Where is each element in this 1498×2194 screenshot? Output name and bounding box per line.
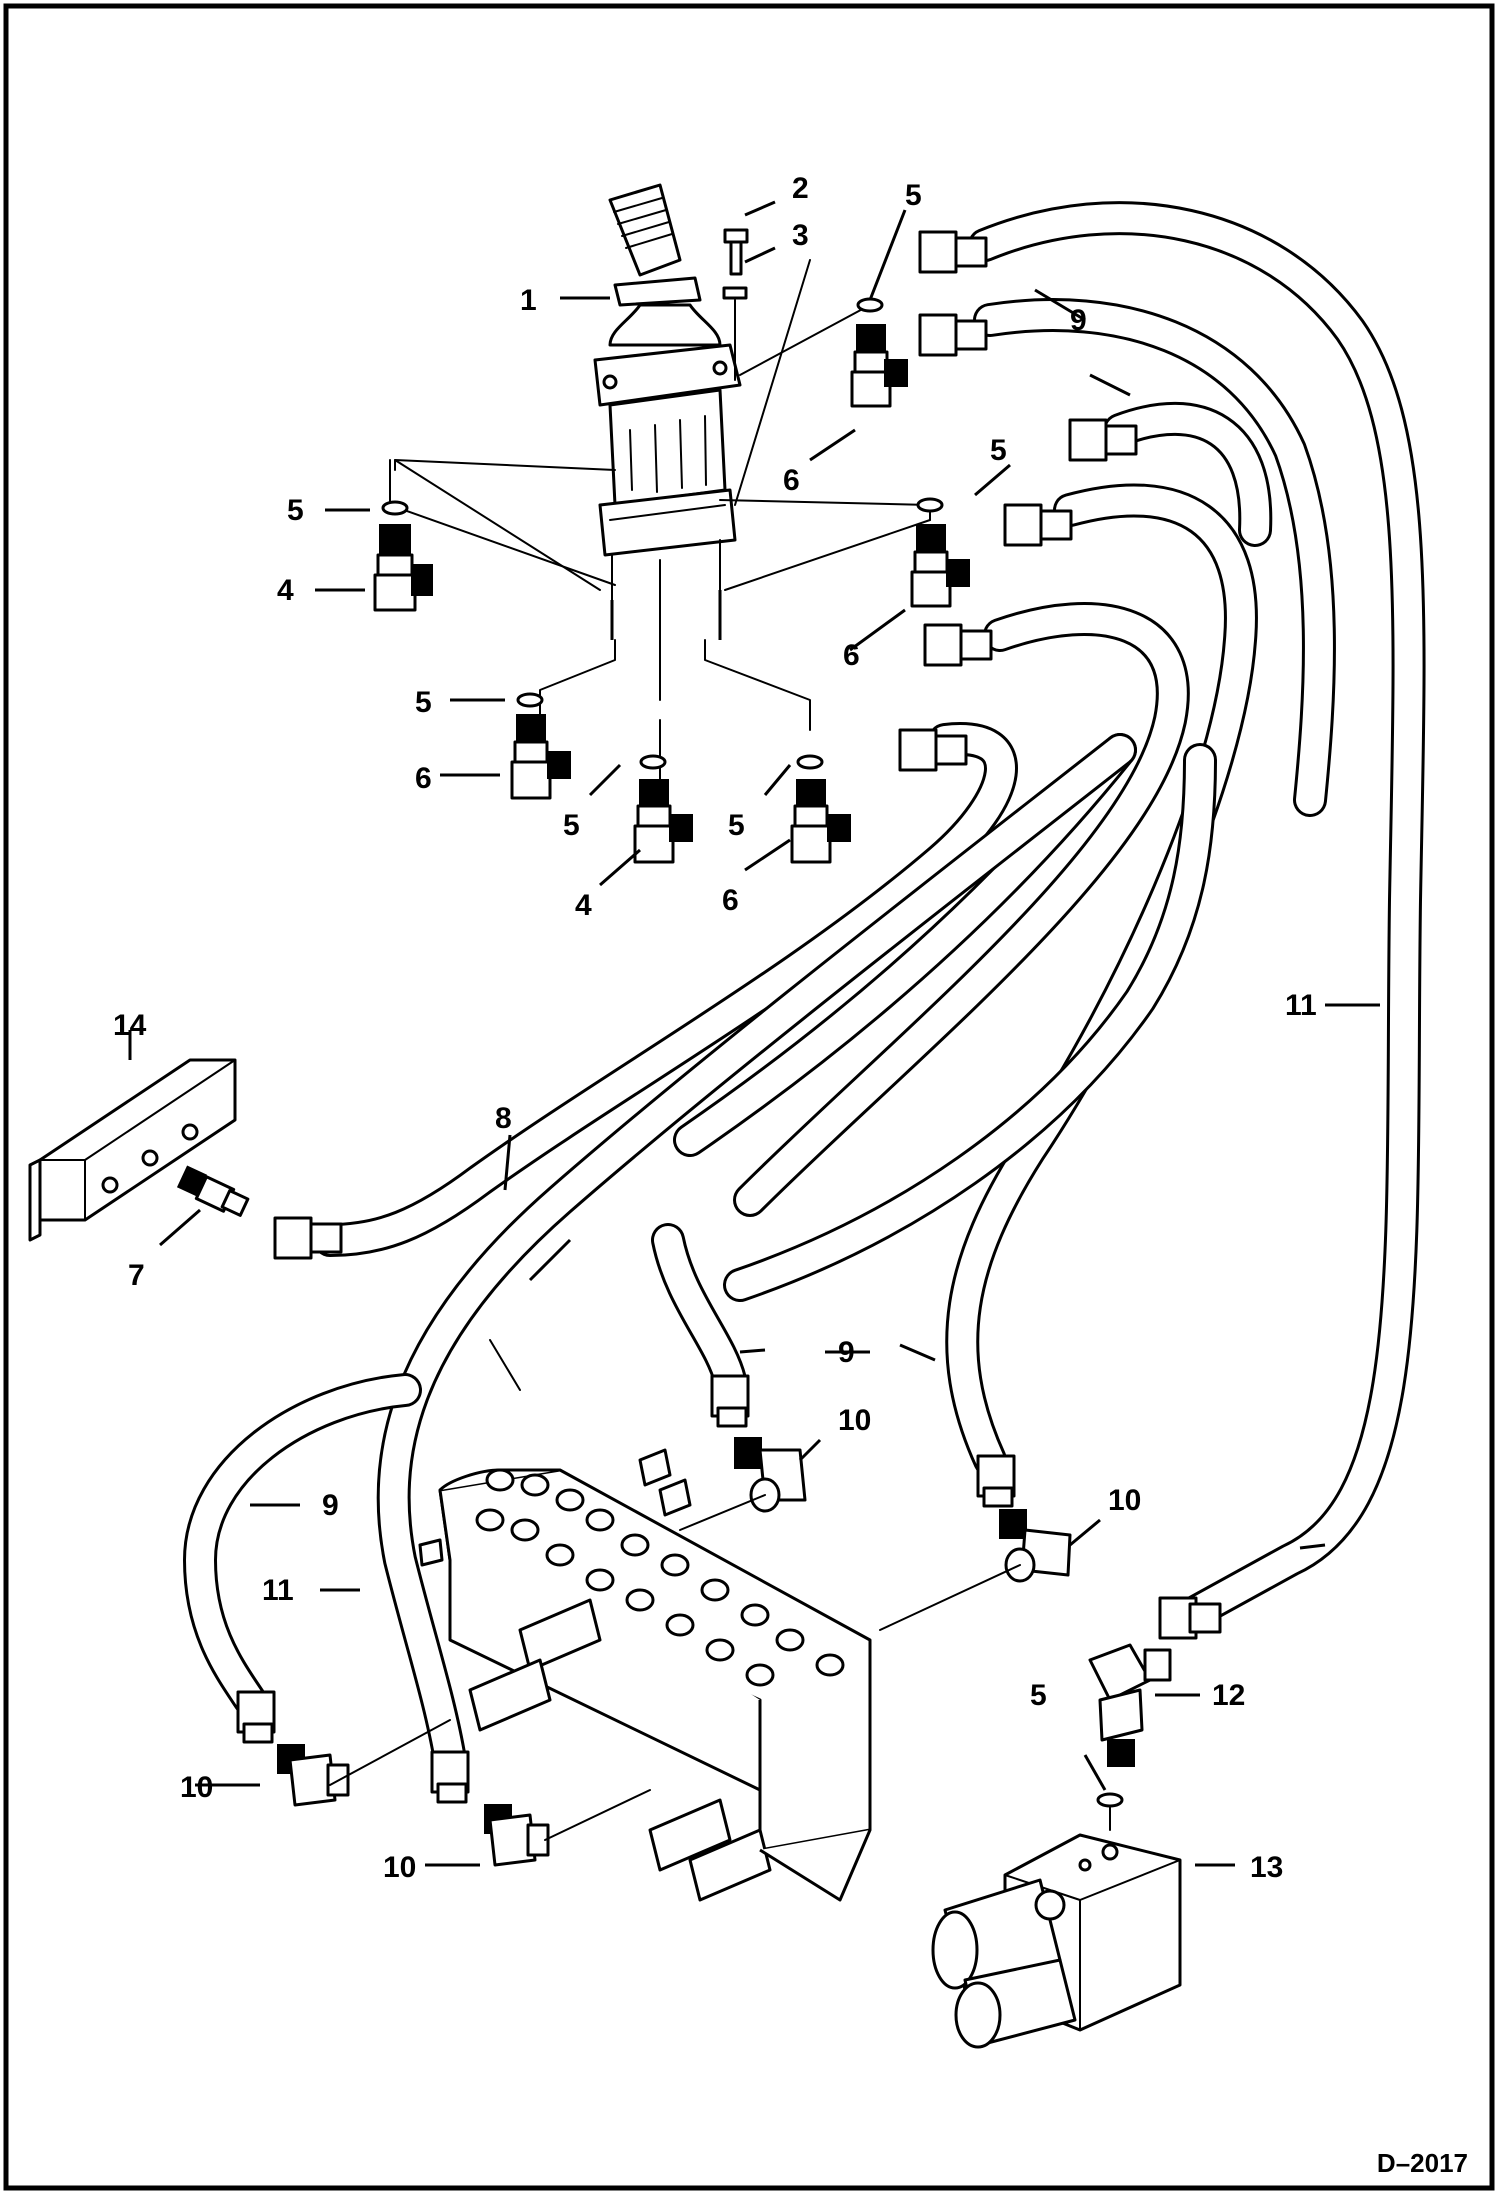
elbow-fitting-6-mid (910, 524, 970, 608)
hose-9-right-lower (723, 743, 1217, 1302)
callout-10-bottom: 10 (383, 1851, 416, 1884)
elbow-fitting-4-left (373, 524, 433, 612)
hose-9-center (733, 602, 1190, 1217)
hose-11-right (968, 201, 1426, 1632)
main-control-valve (418, 1339, 872, 1902)
callout-5-center: 5 (563, 809, 580, 842)
hose-nut (430, 1750, 470, 1804)
callout-14: 14 (113, 1009, 147, 1042)
callout-4-left: 4 (277, 574, 294, 607)
o-ring (381, 500, 409, 516)
screw-2 (723, 228, 749, 276)
callout-5-right: 5 (990, 434, 1007, 467)
callout-9-top: 9 (1070, 304, 1087, 337)
pilot-control-joystick (593, 183, 742, 640)
callout-10-left: 10 (180, 1771, 213, 1804)
callout-8: 8 (495, 1102, 512, 1135)
callout-6-right: 6 (722, 884, 739, 917)
callout-3: 3 (792, 219, 809, 252)
hose-nut (918, 230, 988, 274)
elbow-fitting-10-right (999, 1509, 1072, 1583)
valve-block-13 (931, 1833, 1182, 2049)
callout-6-mid: 6 (843, 639, 860, 672)
o-ring (516, 692, 544, 708)
callout-11-left: 11 (262, 1574, 294, 1607)
callout-12: 12 (1212, 1679, 1245, 1712)
hose-nut (273, 1216, 343, 1260)
callout-13: 13 (1250, 1851, 1283, 1884)
hose-nut (236, 1690, 276, 1744)
hose-9-right-long (945, 483, 1258, 1477)
fitting-7 (176, 1165, 250, 1217)
hose-nut (1158, 1596, 1222, 1640)
elbow-fitting-10-center (734, 1437, 807, 1513)
hose-9-upper (973, 298, 1336, 817)
hose-8 (313, 722, 1018, 1257)
callout-6-lower: 6 (415, 762, 432, 795)
callout-5-left: 5 (287, 494, 304, 527)
washer-3 (722, 286, 748, 300)
callout-2: 2 (792, 172, 809, 205)
elbow-fitting-6-left (510, 714, 571, 800)
callout-5-top: 5 (905, 179, 922, 212)
o-ring (856, 297, 884, 313)
o-ring (1096, 1792, 1124, 1808)
hose-nuts (236, 230, 1222, 1804)
port-block-14 (28, 1058, 237, 1242)
leader-lines (128, 200, 1380, 1867)
hose-nut (710, 1374, 750, 1428)
callout-5-center-right: 5 (728, 809, 745, 842)
callout-6-top: 6 (783, 464, 800, 497)
hose-nut (923, 623, 993, 667)
callout-9-left: 9 (322, 1489, 339, 1522)
elbow-fitting-6-right (790, 779, 851, 864)
o-ring (639, 754, 667, 770)
callout-10-right: 10 (1108, 1484, 1141, 1517)
callout-labels: 1 2 3 5 9 5 4 6 5 6 5 6 5 5 4 6 11 14 8 … (113, 172, 1317, 1884)
elbow-fitting-12 (1088, 1643, 1172, 1767)
callout-7: 7 (128, 1259, 145, 1292)
hose-nut (918, 313, 988, 357)
center-lines (389, 259, 931, 831)
hose-9-left (183, 1373, 422, 1717)
hose-nut (898, 728, 968, 772)
elbow-fitting-10-left (277, 1744, 350, 1807)
callout-5-bottom: 5 (1030, 1679, 1047, 1712)
elbow-fittings-10 (277, 1437, 1072, 1867)
o-ring (916, 497, 944, 513)
drawing-number: D–2017 (1377, 2148, 1468, 2178)
hose-group (183, 201, 1426, 1777)
hose-nut (976, 1454, 1016, 1508)
callout-10-center: 10 (838, 1404, 871, 1437)
elbow-fitting-10-bottom (484, 1804, 550, 1867)
hose-nut (1003, 503, 1073, 547)
hose-nut (1068, 418, 1138, 462)
valve-spool-caps (468, 1339, 772, 1902)
callout-1: 1 (520, 284, 537, 317)
callout-5-lower: 5 (415, 686, 432, 719)
o-ring (796, 754, 824, 770)
valve-ports (475, 1468, 845, 1687)
hose-11-left (376, 733, 1137, 1777)
elbow-fitting-6-top (850, 324, 908, 408)
callout-4-center: 4 (575, 889, 592, 922)
diagram-border (3, 3, 1495, 2191)
elbow-fitting-4-center (633, 779, 693, 864)
callout-9-center: 9 (838, 1336, 855, 1369)
callout-11-right: 11 (1285, 989, 1317, 1022)
elbow-fittings (373, 297, 970, 864)
